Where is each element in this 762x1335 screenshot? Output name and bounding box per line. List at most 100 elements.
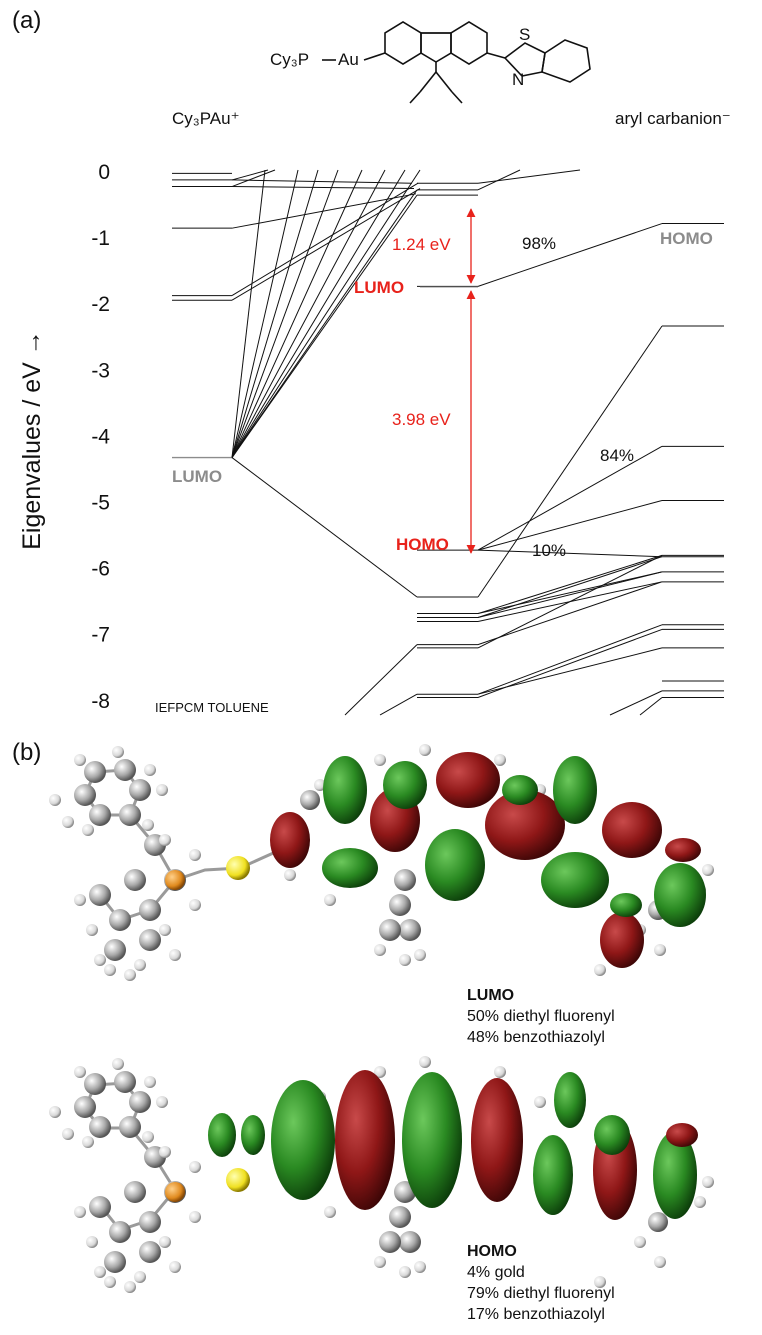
- hydrogen-atom: [374, 754, 386, 766]
- lumo-lobe: [270, 812, 310, 868]
- correlation-line: [231, 188, 421, 301]
- hydrogen-atom: [374, 944, 386, 956]
- complex-lumo-label: LUMO: [354, 278, 404, 297]
- hydrogen-atom: [94, 954, 106, 966]
- carbon-atom: [114, 1071, 136, 1093]
- lumo-lobe: [654, 863, 706, 927]
- correlation-line: [231, 169, 269, 181]
- hydrogen-atom: [284, 869, 296, 881]
- hydrogen-atom: [189, 849, 201, 861]
- hydrogen-atom: [324, 1206, 336, 1218]
- hydrogen-atom: [104, 964, 116, 976]
- hydrogen-atom: [159, 924, 171, 936]
- lumo-lobe: [665, 838, 701, 862]
- hydrogen-atom: [112, 746, 124, 758]
- hydrogen-atom: [156, 784, 168, 796]
- carbon-atom: [74, 784, 96, 806]
- hydrogen-atom: [142, 819, 154, 831]
- hydrogen-atom: [374, 1256, 386, 1268]
- lumo-lobe: [322, 848, 378, 888]
- homo-caption-title: HOMO: [467, 1243, 517, 1260]
- carbon-atom: [389, 1206, 411, 1228]
- gold-label: Au: [338, 50, 359, 69]
- fragment-homo-label: HOMO: [660, 229, 713, 248]
- energy-levels: [172, 172, 724, 698]
- carbon-atom: [109, 1221, 131, 1243]
- gold-atom: [226, 1168, 250, 1192]
- carbon-atom: [300, 790, 320, 810]
- correlation-line: [231, 169, 363, 458]
- lumo-lobe: [602, 802, 662, 858]
- pct-98-label: 98%: [522, 234, 556, 253]
- correlation-line: [477, 556, 663, 618]
- hydrogen-atom: [156, 1096, 168, 1108]
- hydrogen-atom: [399, 954, 411, 966]
- y-tick-label: -3: [91, 359, 110, 382]
- hydrogen-atom: [654, 1256, 666, 1268]
- gap-upper-value: 1.24 eV: [392, 235, 451, 254]
- correlation-line: [477, 223, 663, 287]
- carbon-atom: [89, 884, 111, 906]
- carbon-atom: [114, 759, 136, 781]
- carbon-atom: [104, 1251, 126, 1273]
- correlation-line: [477, 581, 663, 646]
- carbon-atom: [84, 761, 106, 783]
- correlation-line: [231, 169, 319, 458]
- y-tick-label: -1: [91, 227, 110, 250]
- lumo-lobe: [600, 912, 644, 968]
- lumo-lobe: [553, 756, 597, 824]
- carbon-atom: [104, 939, 126, 961]
- correlation-line: [639, 697, 663, 716]
- correlation-line: [231, 169, 386, 458]
- fragment-lumo-label: LUMO: [172, 467, 222, 486]
- gold-atom: [226, 856, 250, 880]
- y-tick-label: 0: [98, 161, 110, 184]
- lumo-caption-title: LUMO: [467, 987, 514, 1004]
- hydrogen-atom: [112, 1058, 124, 1070]
- gap-lower-value: 3.98 eV: [392, 410, 451, 429]
- complex-homo-label: HOMO: [396, 535, 449, 554]
- homo-lobe: [271, 1080, 335, 1200]
- panel-a-label: (a): [12, 7, 41, 34]
- y-axis-title: Eigenvalues / eV →: [18, 330, 46, 550]
- correlation-line: [477, 554, 663, 649]
- y-tick-label: -7: [91, 624, 110, 647]
- correlation-line: [231, 189, 418, 458]
- hydrogen-atom: [82, 1136, 94, 1148]
- carbon-atom: [129, 779, 151, 801]
- hydrogen-atom: [534, 1096, 546, 1108]
- lumo-lobe: [485, 790, 565, 860]
- hydrogen-atom: [494, 754, 506, 766]
- hydrogen-atom: [104, 1276, 116, 1288]
- correlation-line: [477, 571, 663, 615]
- hydrogen-atom: [414, 949, 426, 961]
- lumo-caption-line-2: 48% benzothiazolyl: [467, 1029, 605, 1046]
- homo-lobe: [471, 1078, 523, 1202]
- y-axis-ticks: 0-1-2-3-4-5-6-7-8: [91, 161, 110, 713]
- correlation-line: [477, 647, 663, 695]
- correlation-line: [477, 571, 663, 618]
- carbon-atom: [109, 909, 131, 931]
- carbon-atom: [119, 804, 141, 826]
- correlation-line: [231, 457, 418, 598]
- homo-caption-line-3: 17% benzothiazolyl: [467, 1306, 605, 1323]
- lumo-lobe: [323, 756, 367, 824]
- lumo-lobe: [502, 775, 538, 805]
- homo-lobe: [241, 1115, 265, 1155]
- correlation-line: [379, 693, 418, 716]
- correlation-line: [231, 193, 417, 229]
- correlation-line: [344, 644, 418, 716]
- carbon-atom: [129, 1091, 151, 1113]
- pct-10-label: 10%: [532, 541, 566, 560]
- hydrogen-atom: [86, 1236, 98, 1248]
- correlation-line: [231, 179, 413, 184]
- hydrogen-atom: [189, 1211, 201, 1223]
- hydrogen-atom: [62, 1128, 74, 1140]
- hydrogen-atom: [169, 949, 181, 961]
- correlation-line: [477, 554, 663, 615]
- correlation-line: [231, 169, 276, 188]
- carbon-atom: [399, 1231, 421, 1253]
- hydrogen-atom: [419, 744, 431, 756]
- correlation-line: [231, 169, 339, 458]
